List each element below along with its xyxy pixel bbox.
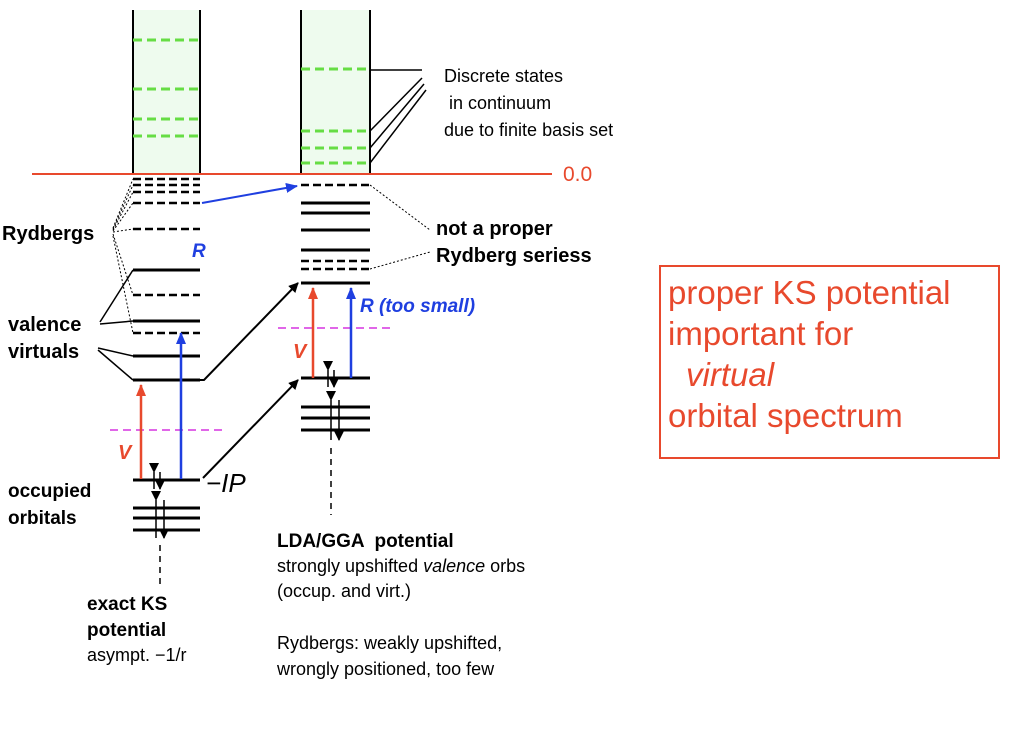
lumo-shift-arrow: [200, 282, 299, 381]
exact-electron-pairs: [149, 463, 169, 539]
rydbergs-label: Rydbergs: [2, 223, 94, 245]
rydberg-shift-arrow: [201, 183, 298, 204]
lda-line-1-post: orbs: [485, 556, 525, 576]
lda-line-1-pre: strongly upshifted: [277, 556, 423, 576]
discrete-label-1: Discrete states: [444, 66, 563, 86]
box-line-1: proper KS potential: [668, 274, 951, 311]
box-line-3: virtual: [686, 356, 776, 393]
exact-r-label: R: [192, 241, 206, 262]
zero-label: 0.0: [563, 163, 592, 186]
valence-pointers: [97, 269, 134, 381]
occupied-label-1: occupied: [8, 481, 91, 502]
exact-title-1: exact KS: [87, 594, 167, 615]
discrete-pointers: [369, 69, 427, 164]
exact-title-2: potential: [87, 620, 166, 641]
discrete-label-3: due to finite basis set: [444, 120, 613, 140]
conclusion-box: [659, 265, 1000, 459]
rydbergs-pointers: [112, 178, 134, 334]
valence-label-1: valence: [8, 314, 81, 336]
continuum-left: [132, 10, 201, 174]
exact-sub: asympt. −1/r: [87, 645, 187, 665]
lda-v-label: V: [293, 341, 308, 363]
not-proper-label-1: not a proper: [436, 218, 553, 240]
not-proper-pointers: [369, 184, 431, 270]
occupied-label-2: orbitals: [8, 508, 77, 529]
exact-v-label: V: [118, 442, 133, 464]
homo-shift-arrow: [202, 379, 299, 479]
box-line-2: important for: [668, 315, 853, 352]
lda-line-1: strongly upshifted valence orbs: [277, 556, 525, 576]
lda-rydbergs-1: Rydbergs: weakly upshifted,: [277, 633, 502, 653]
lda-levels: [301, 183, 370, 432]
lda-line-2: (occup. and virt.): [277, 581, 411, 601]
box-line-4: orbital spectrum: [668, 397, 903, 434]
ip-label: −IP: [206, 468, 246, 498]
exact-ks-levels: [133, 177, 200, 532]
lda-title: LDA/GGA potential: [277, 531, 454, 552]
discrete-label-2: in continuum: [444, 93, 551, 113]
lda-line-1-ital: valence: [423, 556, 485, 576]
lda-electron-pairs: [323, 361, 344, 441]
valence-label-2: virtuals: [8, 341, 79, 363]
not-proper-label-2: Rydberg seriess: [436, 245, 592, 267]
continuum-right: [300, 10, 371, 174]
lda-rydbergs-2: wrongly positioned, too few: [276, 659, 495, 679]
lda-r-label: R (too small): [360, 296, 475, 317]
